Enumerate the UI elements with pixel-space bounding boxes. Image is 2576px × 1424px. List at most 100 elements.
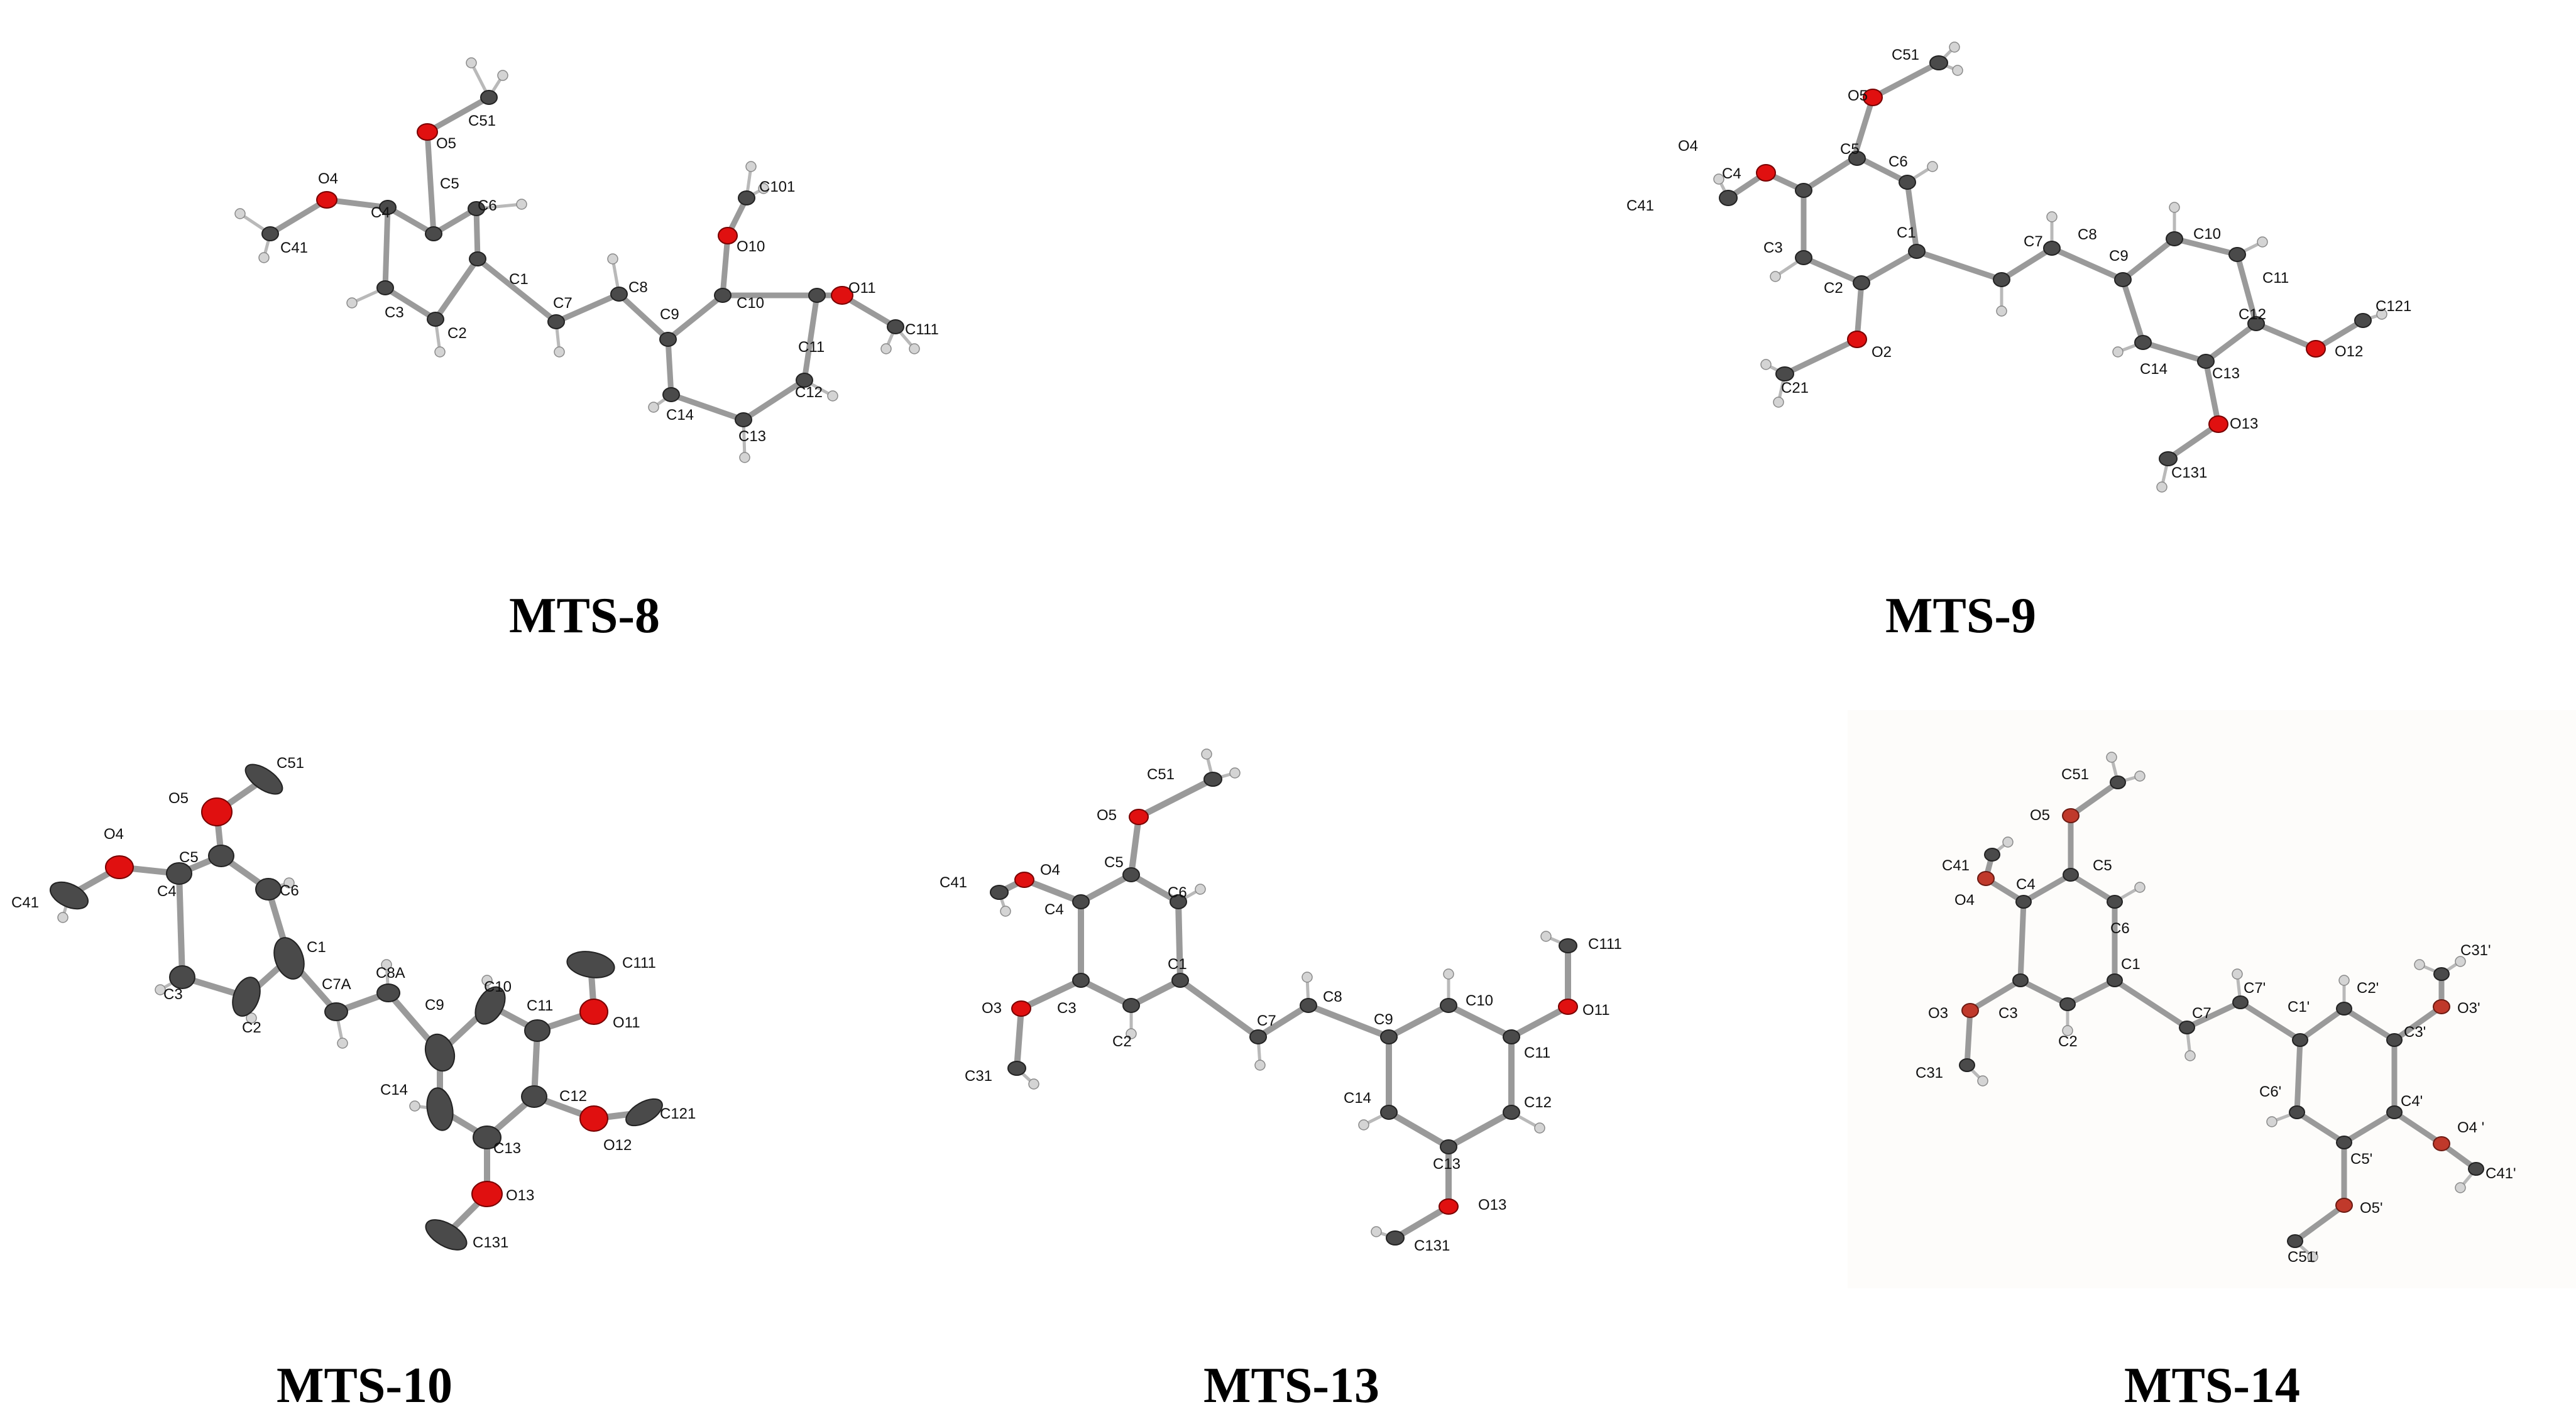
atom-label: C12 <box>1524 1094 1552 1111</box>
atom-label: O3' <box>2457 1000 2480 1017</box>
panel-mts13: C51 O5 C41 O4 C5 C4 C6 C1 O3 C3 C2 C31 C… <box>880 710 1841 1424</box>
caption-mts9: MTS-9 <box>1885 588 2036 644</box>
caption-mts14: MTS-14 <box>2124 1358 2300 1413</box>
panel-mts8: O4 C41 C4 C5 O5 C51 C6 C1 C3 C2 C7 C8 C9… <box>0 0 1037 710</box>
atom-label: C2 <box>2058 1033 2078 1050</box>
atom-label: O5' <box>2360 1200 2383 1217</box>
atom-label: C7A <box>322 976 351 993</box>
atom-label: O12 <box>2335 343 2363 360</box>
molecule-mts9: O5 C51 O4 C5 C4 C41 C6 C1 C3 C2 O2 C21 C… <box>1626 41 2411 493</box>
atom-label: C6' <box>2259 1083 2281 1100</box>
atom-label: O4 <box>104 826 124 843</box>
atom-label: O12 <box>603 1137 632 1154</box>
atom-label: C6 <box>280 882 299 899</box>
atom-label: O5 <box>1848 87 1868 104</box>
atom-label: C7' <box>2244 980 2266 997</box>
atom-label: C14 <box>1344 1090 1371 1107</box>
atom-label: C12 <box>559 1088 587 1105</box>
atom-label: O5 <box>436 135 456 152</box>
atom-label: C5 <box>1840 141 1860 158</box>
atom-label: C41 <box>940 874 967 891</box>
atom-label: C131 <box>2171 464 2207 481</box>
atom-label: C9 <box>1374 1011 1393 1028</box>
atom-label: C131 <box>473 1234 508 1251</box>
atom-label: C5 <box>1104 854 1124 871</box>
molecule-mts8: O4 C41 C4 C5 O5 C51 C6 C1 C3 C2 C7 C8 C9… <box>234 57 939 463</box>
atom-label: C9 <box>425 997 444 1014</box>
atom-label: C3 <box>385 304 404 321</box>
atom-label: C21 <box>1781 380 1809 397</box>
atom-label: O11 <box>613 1014 640 1031</box>
atom-label: C4 <box>1044 901 1064 918</box>
atom-label: C31 <box>1916 1065 1943 1082</box>
caption-mts13: MTS-13 <box>1203 1358 1379 1413</box>
atom-label: C6 <box>1168 884 1187 901</box>
atom-label: C101 <box>759 178 795 195</box>
atom-label: C10 <box>2193 226 2221 243</box>
atom-label: C8 <box>628 279 648 296</box>
caption-mts8: MTS-8 <box>509 588 660 644</box>
atom-label: O5 <box>1097 807 1117 824</box>
atom-label: C2' <box>2357 980 2379 997</box>
atom-label: C8A <box>376 965 405 982</box>
atom-label: C4 <box>1722 165 1741 182</box>
atom-label: C2 <box>1112 1033 1132 1050</box>
atom-label: O4 <box>1040 862 1060 879</box>
panel-mts14: C51 O5 C41 O4 C4 C5 C6 C1 O3 C3 C2 C31 C… <box>1848 710 2576 1424</box>
atom-label: O3 <box>982 1000 1002 1017</box>
atom-label: O4 ' <box>2457 1119 2484 1136</box>
atom-label: C41 <box>280 239 308 256</box>
atom-label: C1 <box>307 939 326 956</box>
atom-label: C2 <box>242 1019 261 1036</box>
atom-label: C1 <box>2121 956 2140 973</box>
caption-mts10: MTS-10 <box>277 1358 452 1413</box>
atom-label: C1 <box>509 271 529 288</box>
atom-label: C12 <box>2239 306 2266 323</box>
atom-label: C41' <box>2486 1165 2516 1182</box>
atom-label: C4 <box>2016 876 2036 893</box>
atom-label: C14 <box>2140 361 2168 378</box>
atom-label: O5 <box>2030 807 2050 824</box>
atom-label: O13 <box>1478 1197 1506 1213</box>
atom-label: O13 <box>506 1187 534 1204</box>
atom-label: C5 <box>2093 857 2112 874</box>
atom-label: C7 <box>2024 233 2043 250</box>
atom-label: O13 <box>2230 415 2258 432</box>
atom-label: C31' <box>2460 942 2491 959</box>
atom-label: O11 <box>1582 1002 1610 1019</box>
molecule-mts10: C51 O5 O4 C5 C41 C4 C6 C1 C3 C2 C7A C8A … <box>11 755 696 1251</box>
atom-label: C5' <box>2350 1151 2372 1168</box>
atom-label: C6 <box>2110 920 2130 937</box>
atom-label: O4 <box>1678 138 1698 155</box>
atom-label: C3 <box>163 986 183 1003</box>
atom-label: C3' <box>2404 1024 2426 1041</box>
atom-label: C2 <box>447 325 467 342</box>
atom-label: O5 <box>168 790 189 807</box>
atom-label: C9 <box>660 306 679 323</box>
atom-label: C11 <box>798 339 825 356</box>
atom-label: C1 <box>1897 224 1916 241</box>
panel-mts10: C51 O5 O4 C5 C41 C4 C6 C1 C3 C2 C7A C8A … <box>0 710 880 1424</box>
atom-label: O11 <box>848 280 876 297</box>
atom-label: C8 <box>1323 989 1342 1005</box>
atom-label: C4' <box>2401 1093 2423 1110</box>
atom-label: C131 <box>1414 1237 1450 1254</box>
atom-label: C14 <box>666 407 694 424</box>
atom-label: C3 <box>1763 239 1783 256</box>
atom-label: C7 <box>553 295 573 312</box>
atom-label: C41 <box>11 894 39 911</box>
atom-label: C121 <box>660 1105 696 1122</box>
atom-label: O4 <box>1954 892 1975 909</box>
molecule-mts13: C51 O5 C41 O4 C5 C4 C6 C1 O3 C3 C2 C31 C… <box>940 748 1622 1254</box>
atom-label: C111 <box>905 321 939 338</box>
atom-label: C11 <box>527 997 553 1014</box>
atom-label: C3 <box>1998 1005 2018 1022</box>
atom-label: C13 <box>493 1140 521 1157</box>
atom-label: C51 <box>1892 47 1919 63</box>
atom-label: C13 <box>738 428 766 445</box>
atom-label: C51 <box>1147 766 1175 783</box>
atom-label: O10 <box>737 238 765 255</box>
atom-label: C7 <box>1257 1012 1276 1029</box>
atom-label: C51 <box>2061 766 2089 783</box>
atom-label: C10 <box>1466 992 1493 1009</box>
